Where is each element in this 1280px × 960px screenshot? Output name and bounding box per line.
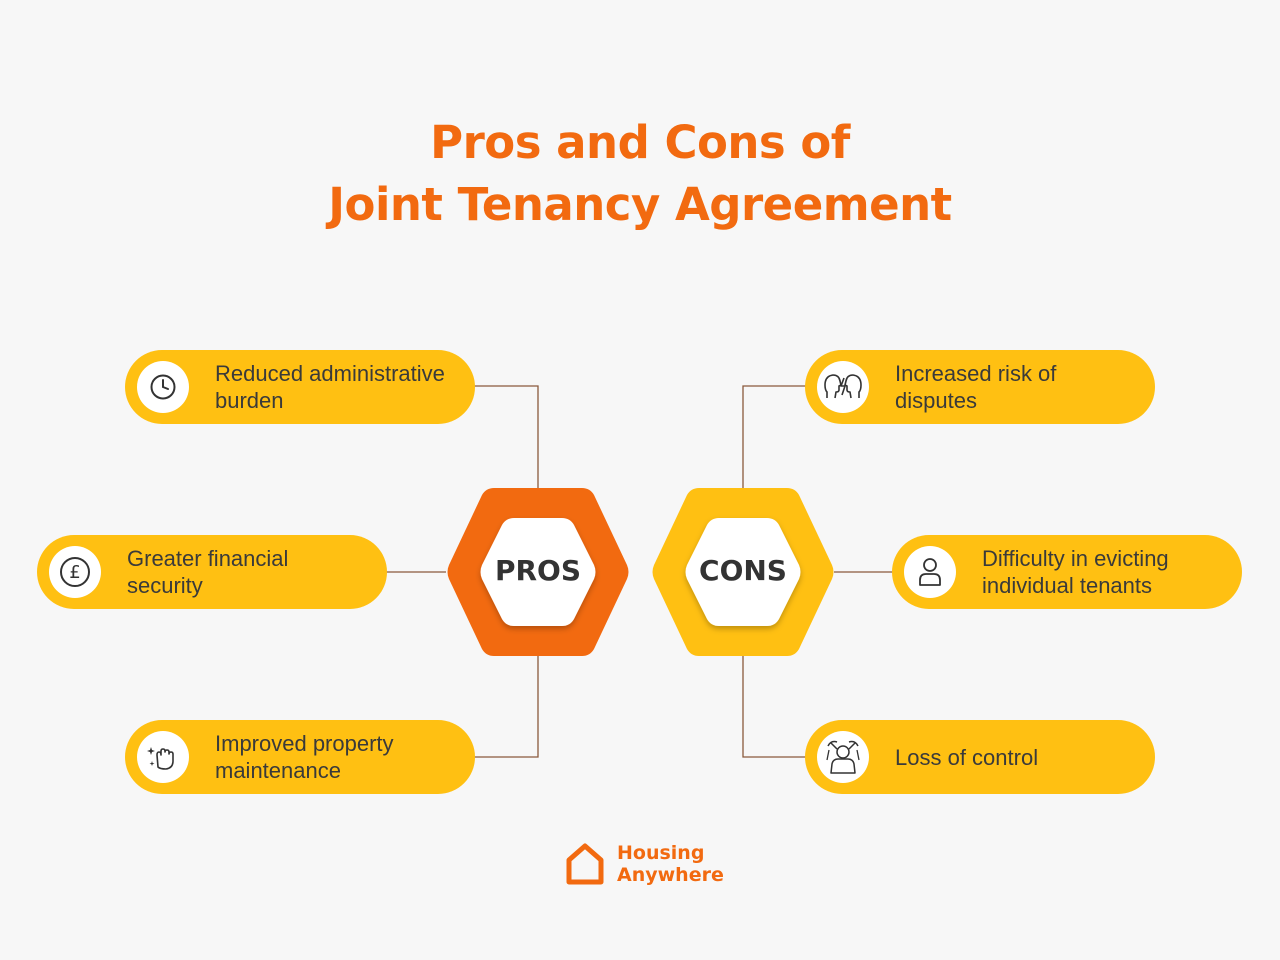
pros-item-reduced-burden: Reduced administrative burden	[125, 350, 475, 424]
pound-coin-icon: £	[49, 546, 101, 598]
housing-anywhere-logo: Housing Anywhere	[563, 842, 724, 886]
connector-cons-3	[742, 655, 807, 758]
pros-label: PROS	[494, 554, 582, 587]
title-line-1: Pros and Cons of	[430, 116, 850, 169]
cons-hexagon	[652, 488, 834, 656]
connector-lines	[386, 385, 893, 758]
pros-item-text: Greater financial security	[127, 546, 289, 598]
cons-item-text: Increased risk of disputes	[895, 361, 1057, 413]
svg-text:£: £	[69, 562, 80, 583]
connector-pros-1	[474, 385, 539, 490]
cons-item-text: Difficulty in evicting individual tenant…	[982, 546, 1169, 598]
connector-cons-1	[742, 385, 807, 490]
cons-item-evicting: Difficulty in evicting individual tenant…	[892, 535, 1242, 609]
cons-label: CONS	[699, 554, 787, 587]
logo-text: Housing Anywhere	[617, 842, 724, 886]
clock-icon	[137, 361, 189, 413]
person-icon	[904, 546, 956, 598]
house-logo-icon	[566, 843, 604, 885]
pros-item-text: Reduced administrative burden	[215, 361, 445, 413]
cons-item-disputes: Increased risk of disputes	[805, 350, 1155, 424]
frustrated-person-icon	[817, 731, 869, 783]
pros-item-financial-security: £ Greater financial security	[37, 535, 387, 609]
cons-item-text: Loss of control	[895, 744, 1039, 770]
cleaning-hand-icon	[137, 731, 189, 783]
cons-item-loss-of-control: Loss of control	[805, 720, 1155, 794]
title-line-2: Joint Tenancy Agreement	[328, 178, 952, 231]
arguing-heads-icon	[817, 361, 869, 413]
pros-hexagon	[447, 488, 629, 656]
connector-pros-3	[474, 655, 539, 758]
page-title: Pros and Cons of Joint Tenancy Agreement	[0, 112, 1280, 236]
pros-item-text: Improved property maintenance	[215, 731, 394, 783]
pros-item-property-maintenance: Improved property maintenance	[125, 720, 475, 794]
